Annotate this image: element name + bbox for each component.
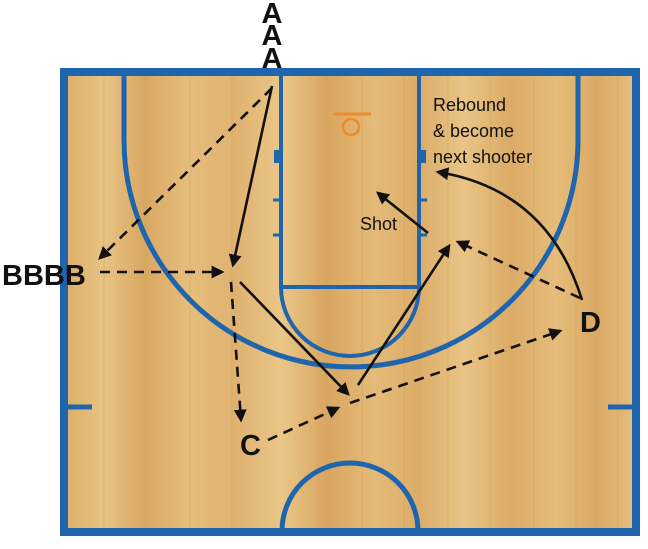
player-labels: A A A BBBB C D xyxy=(2,0,601,462)
pass-a-to-bbbb xyxy=(98,87,273,260)
shot-arrow xyxy=(375,191,429,235)
player-a-2: A xyxy=(262,20,283,52)
rebound-note-line-2: & become xyxy=(433,121,514,141)
drill-arrows xyxy=(98,85,584,442)
rebound-note-line-3: next shooter xyxy=(433,147,532,167)
cut-a-to-elbow xyxy=(228,85,274,268)
player-d: D xyxy=(580,307,601,339)
cut-block-to-wing xyxy=(356,243,451,386)
cut-elbow-to-block xyxy=(239,281,350,396)
court-floor xyxy=(64,72,636,532)
pass-block-to-d xyxy=(349,328,563,405)
free-throw-lane xyxy=(279,72,421,289)
player-a-3: A xyxy=(262,43,283,75)
center-circle xyxy=(279,460,421,532)
free-throw-circle xyxy=(279,286,421,358)
rebound-note-line-1: Rebound xyxy=(433,95,506,115)
lane-marks xyxy=(273,150,427,237)
three-point-arc xyxy=(121,74,581,370)
basket xyxy=(333,112,371,137)
pass-d-to-wing xyxy=(455,240,581,300)
shot-note: Shot xyxy=(360,214,397,234)
annotations: Rebound & become next shooter Shot xyxy=(360,95,532,234)
player-a-1: A xyxy=(262,0,283,30)
court-lines xyxy=(60,68,640,536)
player-b-line: BBBB xyxy=(2,260,86,292)
pass-c-to-block xyxy=(267,406,341,442)
rebound-arrow xyxy=(435,167,584,301)
player-c: C xyxy=(240,430,261,462)
pass-elbow-to-c xyxy=(229,281,247,423)
rim xyxy=(341,117,361,137)
